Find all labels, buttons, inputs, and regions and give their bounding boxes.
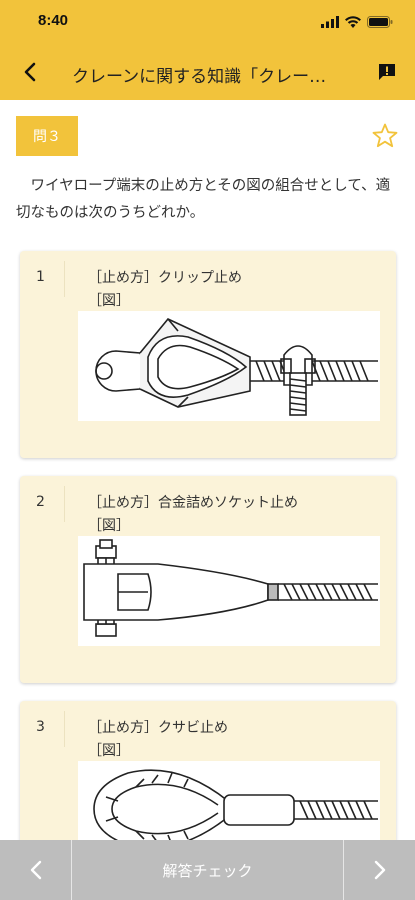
choice-number: 3 <box>36 719 45 735</box>
chevron-right-icon <box>374 860 385 880</box>
page-title: クレーンに関する知識「クレー… <box>72 67 327 87</box>
figure-label: ［図］ <box>88 293 130 309</box>
nav-bar: クレーンに関する知識「クレー… <box>0 44 415 100</box>
chevron-left-icon <box>24 62 36 82</box>
next-question-button[interactable] <box>343 840 415 900</box>
figure-label: ［図］ <box>88 743 130 759</box>
status-bar: 8:40 <box>0 0 415 44</box>
divider <box>64 711 65 747</box>
question-number-badge: 問３ <box>16 116 78 156</box>
feedback-icon <box>379 64 395 80</box>
battery-icon <box>367 13 393 32</box>
status-icons <box>321 13 393 32</box>
figure-label: ［図］ <box>88 518 130 534</box>
signal-icon <box>321 13 339 32</box>
previous-question-button[interactable] <box>0 840 72 900</box>
question-text: ワイヤロープ端末の止め方とその図の組合せとして、適切なものは次のうちどれか。 <box>16 178 391 221</box>
wedge-fastening-figure <box>78 761 380 840</box>
choice-number: 1 <box>36 269 45 285</box>
choice-number: 2 <box>36 494 45 510</box>
app-header: 8:40 クレーンに関する知識「クレー… <box>0 0 415 100</box>
alloy-socket-figure <box>78 536 380 646</box>
clip-fastening-figure <box>78 311 380 421</box>
wifi-icon <box>345 13 361 32</box>
chevron-left-icon <box>30 860 41 880</box>
bottom-nav-bar: 解答チェック <box>0 840 415 900</box>
choice-card-1[interactable]: 1 ［止め方］クリップ止め ［図］ <box>20 251 396 458</box>
feedback-button[interactable] <box>373 58 401 86</box>
status-time: 8:40 <box>38 12 69 29</box>
choice-method: ［止め方］合金詰めソケット止め <box>88 495 298 511</box>
question-content: 問３ ワイヤロープ端末の止め方とその図の組合せとして、適切なものは次のうちどれか… <box>0 100 415 840</box>
check-answer-button[interactable]: 解答チェック <box>162 861 253 880</box>
divider <box>64 486 65 522</box>
choice-method: ［止め方］クサビ止め <box>88 720 228 736</box>
bookmark-button[interactable] <box>371 122 399 150</box>
choice-card-3[interactable]: 3 ［止め方］クサビ止め ［図］ <box>20 701 396 840</box>
back-button[interactable] <box>14 56 46 88</box>
star-icon <box>372 123 398 148</box>
choice-card-2[interactable]: 2 ［止め方］合金詰めソケット止め ［図］ <box>20 476 396 683</box>
choice-method: ［止め方］クリップ止め <box>88 270 242 286</box>
divider <box>64 261 65 297</box>
